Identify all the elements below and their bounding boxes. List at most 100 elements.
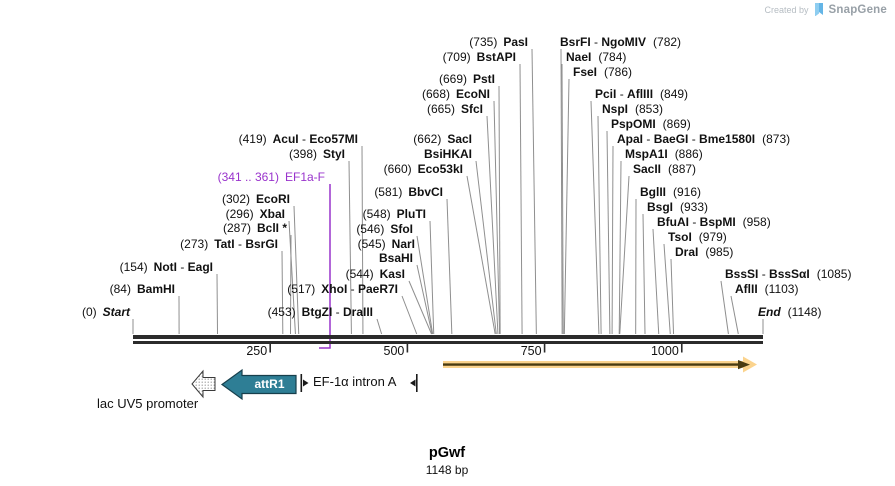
site-connector-line [429,220,435,335]
enzyme-name: KasI [379,267,405,281]
site-position: (873) [762,132,791,146]
enzyme-site-label[interactable]: (544)KasI [346,267,405,281]
site-connector-line [531,48,537,335]
enzyme-site-label[interactable]: (419)AcuI - Eco57MI [239,132,358,146]
enzyme-site-label[interactable]: (545)NarI [358,237,415,251]
site-connector-line [401,295,418,335]
enzyme-site-label[interactable]: (84)BamHI [110,282,175,296]
separator: - [298,132,310,146]
enzyme-site-label[interactable]: (662)SacI [413,132,472,146]
enzyme-name: BssSI [725,267,759,281]
enzyme-name: TatI [214,237,235,251]
site-position: (849) [660,87,689,101]
enzyme-site-label[interactable]: BfuAI - BspMI(958) [657,215,771,229]
enzyme-site-label[interactable]: (302)EcoRI [222,192,290,206]
enzyme-name: TsoI [668,230,692,244]
enzyme-name: PluTI [396,207,426,221]
enzyme-site-label[interactable]: (398)StyI [289,147,345,161]
site-connector-line [498,85,501,335]
enzyme-name: Start [102,305,130,319]
enzyme-site-label[interactable]: (668)EcoNI [422,87,490,101]
enzyme-site-label[interactable]: (735)PasI [469,35,528,49]
site-connector-line [361,145,364,335]
enzyme-site-label[interactable]: (453)BtgZI - DraIII [268,305,373,319]
enzyme-site-label[interactable]: PspOMI(869) [611,117,691,131]
enzyme-site-label[interactable]: DraI(985) [675,245,733,259]
enzyme-site-label[interactable]: (154)NotI - EagI [120,260,213,274]
enzyme-name: BsiHKAI [423,147,472,161]
enzyme-name: NgoMIV [601,35,647,49]
enzyme-site-label[interactable]: BsiHKAI [424,147,472,161]
created-by-text: Created by [764,4,809,15]
enzyme-site-label[interactable]: PciI - AflIII(849) [595,87,688,101]
site-connector-line [642,213,646,335]
enzyme-name: XhoI [321,282,348,296]
promoter-label[interactable]: lac UV5 promoter [97,396,199,411]
enzyme-site-label[interactable]: BsaHI [379,251,413,265]
enzyme-site-label[interactable]: (287)BclI * [223,221,287,235]
intron-label[interactable]: EF-1α intron A [313,374,397,389]
enzyme-site-label[interactable]: (546)SfoI [356,222,413,236]
enzyme-site-label[interactable]: (665)SfcI [427,102,483,116]
ruler-tick-label: 750 [520,344,542,358]
sequence-end-label[interactable]: (0) Start [82,305,130,319]
site-position: (287) [222,221,251,235]
site-connector-line [519,63,523,335]
sequence-end-label[interactable]: End(1148) [758,305,821,319]
enzyme-site-label[interactable]: (273)TatI - BsrGI [180,237,278,251]
site-position: (296) [225,207,254,221]
enzyme-site-label[interactable]: (548)PluTI [363,207,426,221]
enzyme-site-label[interactable]: (669)PstI [439,72,495,86]
site-connector-line [408,280,432,335]
enzyme-name: Bme1580I [699,132,756,146]
primer-label[interactable]: (341 .. 361)EF1a-F [218,170,325,184]
enzyme-site-label[interactable]: AflII(1103) [735,282,798,296]
plasmid-backbone[interactable] [133,335,763,339]
enzyme-site-label[interactable]: BglII(916) [640,185,701,199]
enzyme-name: NspI [602,102,629,116]
enzyme-site-label[interactable]: BsrFI - NgoMIV(782) [560,35,681,49]
site-connector-line [348,160,352,335]
enzyme-site-label[interactable]: BssSI - BssSαI(1085) [725,267,851,281]
site-position: (933) [680,200,709,214]
attr1-feature-arrow[interactable] [220,368,297,401]
enzyme-site-label[interactable]: TsoI(979) [668,230,727,244]
site-connector-line [466,175,496,335]
enzyme-site-label[interactable]: (660)Eco53kI [384,162,463,176]
enzyme-site-label[interactable]: FseI(786) [573,65,632,79]
primer-annotation-line[interactable] [319,184,331,349]
plasmid-backbone-lower[interactable] [133,341,763,344]
intron-boundary-left-icon [300,374,309,392]
snapgene-logo-icon [814,3,823,16]
enzyme-site-label[interactable]: (517)XhoI - PaeR7I [287,282,398,296]
enzyme-site-label[interactable]: MspA1I(886) [625,147,703,161]
enzyme-site-label[interactable]: (581)BbvCI [374,185,443,199]
enzyme-site-label[interactable]: SacII(887) [633,162,696,176]
site-position: (581) [374,185,403,199]
enzyme-name: ApaI [617,132,644,146]
enzyme-name: SfoI [390,222,413,236]
enzyme-name: PaeR7I [357,282,398,296]
attr1-label[interactable]: attR1 [254,377,285,391]
enzyme-site-label[interactable]: (709)BstAPI [443,50,516,64]
site-connector-line [590,100,600,335]
enzyme-site-label[interactable]: (296)XbaI [226,207,285,221]
enzyme-site-label[interactable]: BsgI(933) [647,200,708,214]
enzyme-name: DraIII [342,305,373,319]
site-connector-line [416,264,433,335]
separator: - [689,215,700,229]
enzyme-site-label[interactable]: ApaI - BaeGI - Bme1580I(873) [617,132,790,146]
site-connector-line [606,130,611,335]
enzyme-site-label[interactable]: NspI(853) [602,102,663,116]
site-position: (302) [221,192,250,206]
site-position: (517) [287,282,316,296]
site-position: (545) [357,237,386,251]
enzyme-name: BtgZI [301,305,333,319]
enzyme-name: SfcI [460,102,483,116]
site-connector-line [288,220,296,335]
promoter-feature-arrow[interactable] [191,369,216,399]
site-position: (0) [81,305,97,319]
site-position: (398) [288,147,317,161]
site-position: (985) [705,245,734,259]
enzyme-site-label[interactable]: NaeI(784) [566,50,626,64]
